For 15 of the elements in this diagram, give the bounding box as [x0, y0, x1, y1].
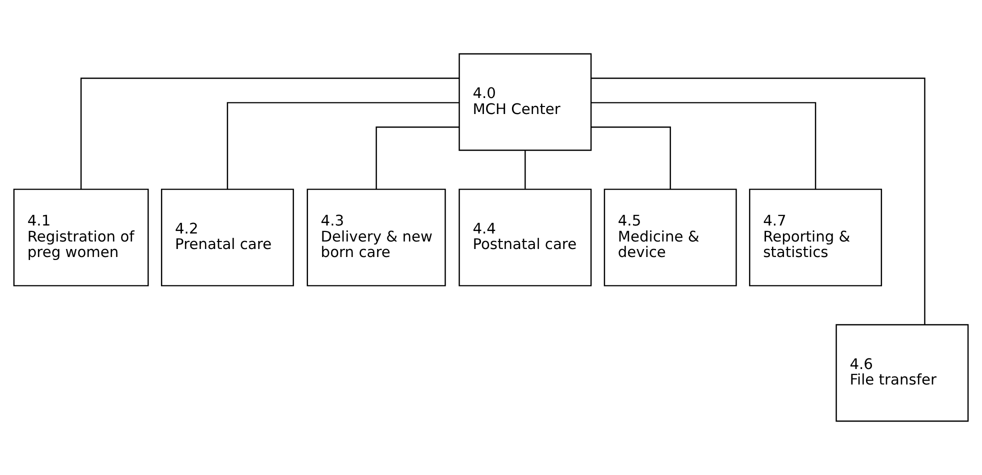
node-box: 4.7 Reporting & statistics: [749, 188, 882, 286]
node-box: 4.3 Delivery & new born care: [306, 188, 446, 286]
connector: [591, 102, 816, 190]
node-box: 4.0 MCH Center: [458, 53, 592, 151]
node-box: 4.6 File transfer: [836, 324, 969, 422]
connector: [591, 78, 926, 325]
node-box: 4.4 Postnatal care: [458, 188, 592, 286]
node-box: 4.1 Registration of preg women: [13, 188, 149, 286]
connector: [524, 150, 526, 189]
connector: [80, 78, 460, 190]
connector: [226, 102, 460, 190]
connector: [376, 126, 459, 190]
node-box: 4.5 Medicine & device: [604, 188, 737, 286]
connector: [591, 126, 671, 190]
node-box: 4.2 Prenatal care: [160, 188, 294, 286]
